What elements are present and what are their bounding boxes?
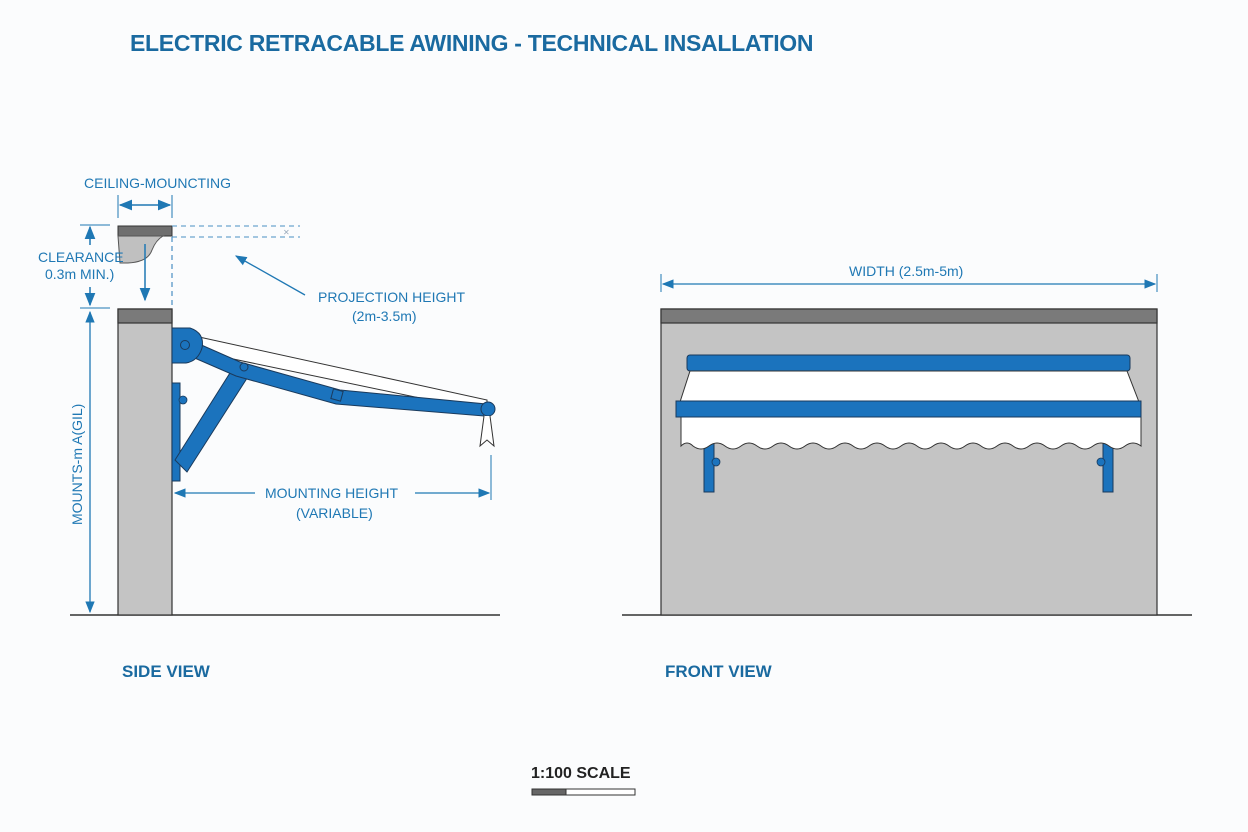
scale-label: 1:100 SCALE xyxy=(531,765,631,782)
clearance-label-line1: CLEARANCE xyxy=(38,249,124,265)
ceiling-slab xyxy=(117,225,173,237)
width-label: WIDTH (2.5m-5m) xyxy=(849,263,963,279)
ceiling-bracket xyxy=(117,235,165,264)
wall-cap xyxy=(117,308,173,324)
mounting-height-label-line2: (VARIABLE) xyxy=(296,505,373,521)
wall-section xyxy=(117,308,173,616)
projection-height-label-line1: PROJECTION HEIGHT xyxy=(318,289,465,305)
clearance-label-line2: 0.3m MIN.) xyxy=(45,266,114,282)
wall-cap xyxy=(660,308,1158,324)
ceiling-mounting-label: CEILING-MOUNCTING xyxy=(84,175,231,191)
mounting-height-label-line1: MOUNTING HEIGHT xyxy=(265,485,398,501)
awning-arm-assembly xyxy=(171,327,496,482)
svg-text:✕: ✕ xyxy=(283,228,290,237)
side-view-label: SIDE VIEW xyxy=(122,662,210,681)
side-view-drawing: ✕ xyxy=(70,195,500,616)
front-view-label: FRONT VIEW xyxy=(665,662,772,681)
front-view-drawing xyxy=(622,274,1192,616)
projection-height-label-line2: (2m-3.5m) xyxy=(352,308,417,324)
vertical-mounts-label: MOUNTS-m A(GIL) xyxy=(69,404,85,525)
scale-bar xyxy=(531,788,636,796)
diagram-title: ELECTRIC RETRACABLE AWINING - TECHNICAL … xyxy=(130,30,814,56)
